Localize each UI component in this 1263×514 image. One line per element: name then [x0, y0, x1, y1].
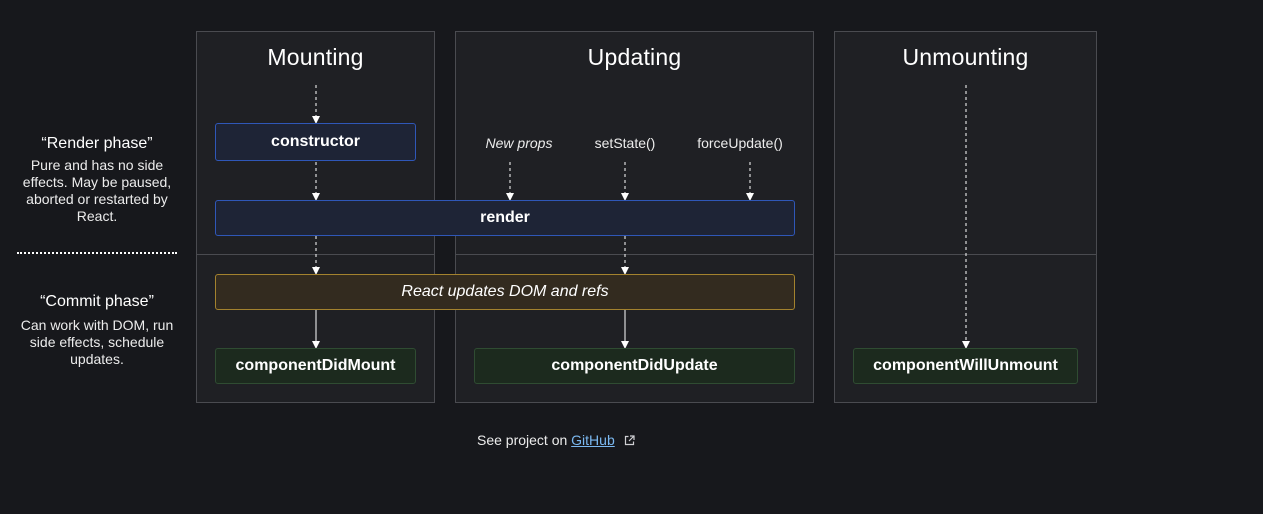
dom-update-box: React updates DOM and refs — [215, 274, 795, 310]
component-did-update-box: componentDidUpdate — [474, 348, 795, 384]
component-will-unmount-box: componentWillUnmount — [853, 348, 1078, 384]
render-box: render — [215, 200, 795, 236]
external-link-icon — [624, 433, 635, 449]
trigger-set-state: setState() — [594, 135, 656, 151]
github-link[interactable]: GitHub — [571, 432, 615, 448]
component-did-mount-box: componentDidMount — [215, 348, 416, 384]
unmounting-title: Unmounting — [902, 44, 1029, 70]
commit-phase-description: Can work with DOM, run side effects, sch… — [20, 317, 174, 367]
trigger-new-props: New props — [485, 135, 553, 151]
updating-title: Updating — [587, 44, 682, 70]
trigger-force-update: forceUpdate() — [697, 135, 783, 151]
footer-text: See project on — [477, 432, 572, 448]
footer: See project on GitHub — [477, 432, 635, 449]
constructor-box: constructor — [215, 123, 416, 161]
phase-separator — [17, 252, 177, 254]
render-phase-title: “Render phase” — [41, 135, 153, 152]
commit-phase-title: “Commit phase” — [40, 293, 154, 310]
column-divider — [456, 254, 813, 255]
render-phase-description: Pure and has no side effects. May be pau… — [22, 157, 172, 224]
mounting-title: Mounting — [267, 44, 364, 70]
